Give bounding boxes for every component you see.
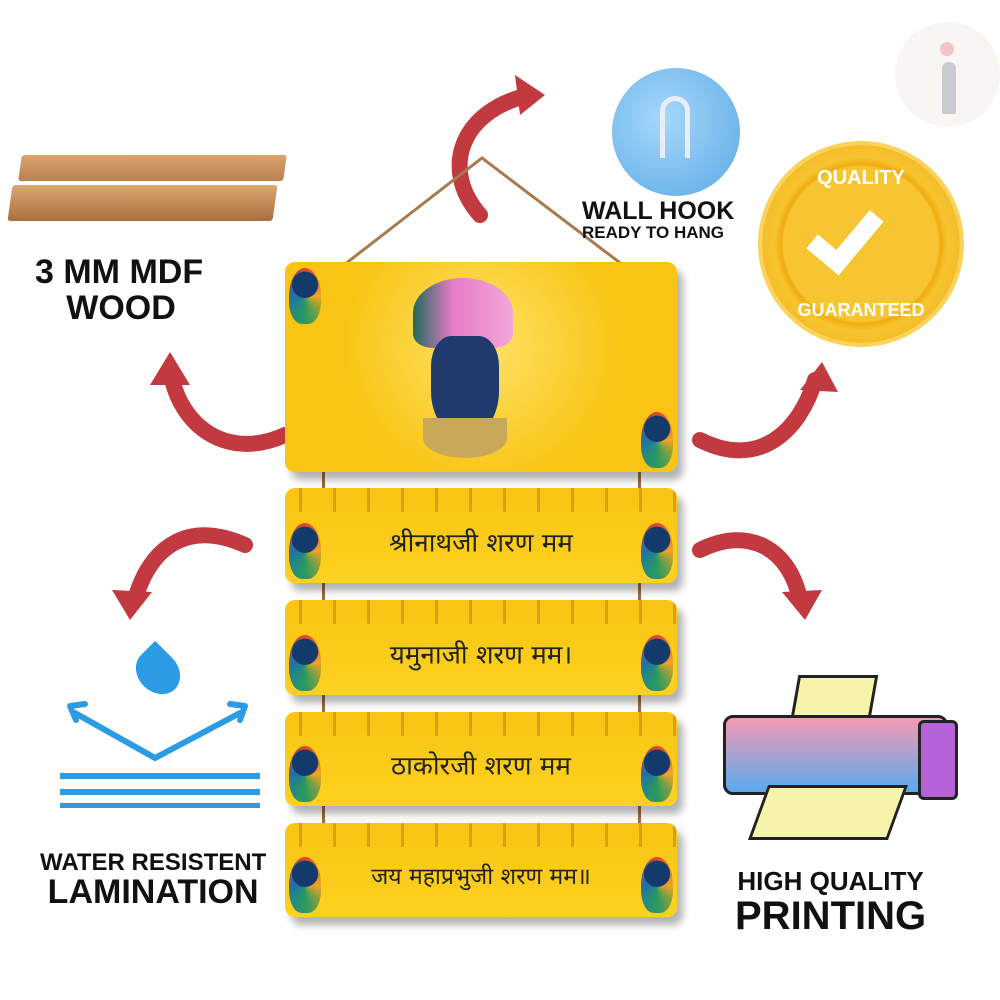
printer-icon: [718, 675, 963, 845]
plaque-4: जय महाप्रभुजी शरण मम॥: [285, 823, 677, 917]
peacock-icon: [289, 523, 321, 579]
hook-label-line2: READY TO HANG: [582, 223, 725, 243]
quality-badge-bottom-text: GUARANTEED: [797, 300, 925, 320]
plaque-text: श्रीनाथजी शरण मम: [389, 527, 573, 558]
arrow-to-printing: [692, 532, 808, 608]
wood-label-line1: 3 MM MDF: [35, 253, 204, 291]
deity-image: [403, 278, 521, 468]
quality-badge-top-text: QUALITY: [817, 167, 905, 189]
peacock-icon: [641, 412, 673, 468]
arrow-to-quality: [692, 372, 823, 459]
lamination-label-line2: LAMINATION: [47, 873, 259, 912]
plaque-text: यमुनाजी शरण मम।: [389, 639, 573, 670]
peacock-icon: [641, 523, 673, 579]
arrow-to-hook: [451, 87, 538, 223]
plaque-2: यमुनाजी शरण मम।: [285, 600, 677, 695]
peacock-icon: [289, 746, 321, 802]
arrow-to-wood: [162, 362, 293, 452]
checkmark-icon: [806, 194, 884, 276]
wall-hook-icon: [612, 68, 740, 196]
arrow-to-lamination: [127, 527, 253, 608]
shrinathji-image-plaque: [285, 262, 677, 472]
printing-label-line2: PRINTING: [735, 894, 927, 939]
peacock-icon: [641, 635, 673, 691]
peacock-icon: [641, 857, 673, 913]
plaque-text: जय महाप्रभुजी शरण मम॥: [371, 863, 591, 890]
plaque-text: ठाकोरजी शरण मम: [391, 751, 571, 782]
hook-label: WALL HOOK READY TO HANG: [582, 198, 734, 242]
brand-logo: [895, 22, 1000, 127]
wood-label: 3 MM MDF WOOD: [35, 253, 204, 327]
peacock-icon: [289, 857, 321, 913]
hanging-rope: [339, 156, 641, 280]
printing-label-line1: HIGH QUALITY: [737, 866, 924, 896]
printing-label: HIGH QUALITY PRINTING: [735, 866, 927, 939]
lamination-label-line1: WATER RESISTENT: [40, 849, 267, 876]
peacock-icon: [641, 746, 673, 802]
lamination-label: WATER RESISTENT LAMINATION: [40, 850, 266, 911]
plaque-1: श्रीनाथजी शरण मम: [285, 488, 677, 583]
plaque-3: ठाकोरजी शरण मम: [285, 712, 677, 806]
peacock-icon: [289, 635, 321, 691]
water-resistant-icon: [60, 640, 260, 808]
quality-badge: QUALITY GUARANTEED: [762, 145, 960, 343]
hook-label-line1: WALL HOOK: [582, 197, 735, 225]
wood-label-line2: WOOD: [66, 288, 176, 327]
peacock-icon: [289, 268, 321, 324]
